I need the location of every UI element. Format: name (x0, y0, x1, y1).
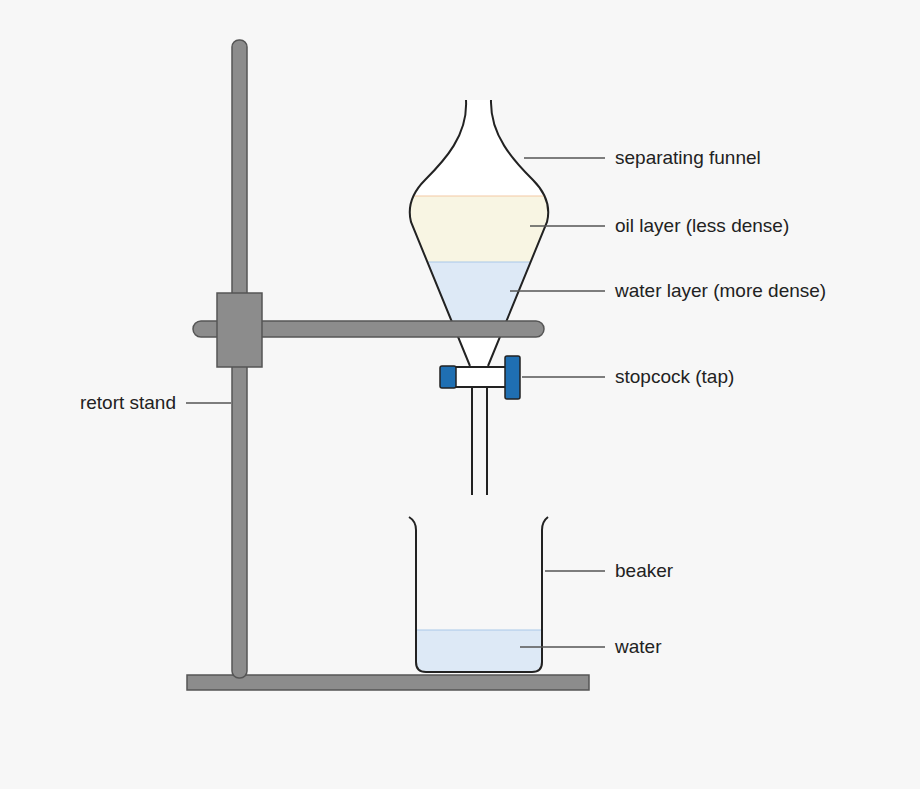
beaker-outline (409, 517, 548, 672)
stopcock-handle (505, 356, 520, 399)
beaker-water (410, 630, 550, 675)
stopcock-barrel (455, 367, 507, 387)
stopcock-knob (440, 366, 456, 388)
stand-base (187, 675, 589, 690)
part-label: water (615, 636, 661, 659)
funnel-stem (486, 386, 488, 495)
part-label: stopcock (tap) (615, 366, 734, 389)
part-label: oil layer (less dense) (615, 215, 789, 238)
part-label: water layer (more dense) (615, 280, 826, 303)
leader-lines (186, 158, 605, 647)
clamp-boss (217, 293, 262, 367)
part-label: separating funnel (615, 147, 761, 170)
part-label: retort stand (80, 392, 176, 415)
funnel-stem (471, 386, 473, 495)
part-label: beaker (615, 560, 673, 583)
